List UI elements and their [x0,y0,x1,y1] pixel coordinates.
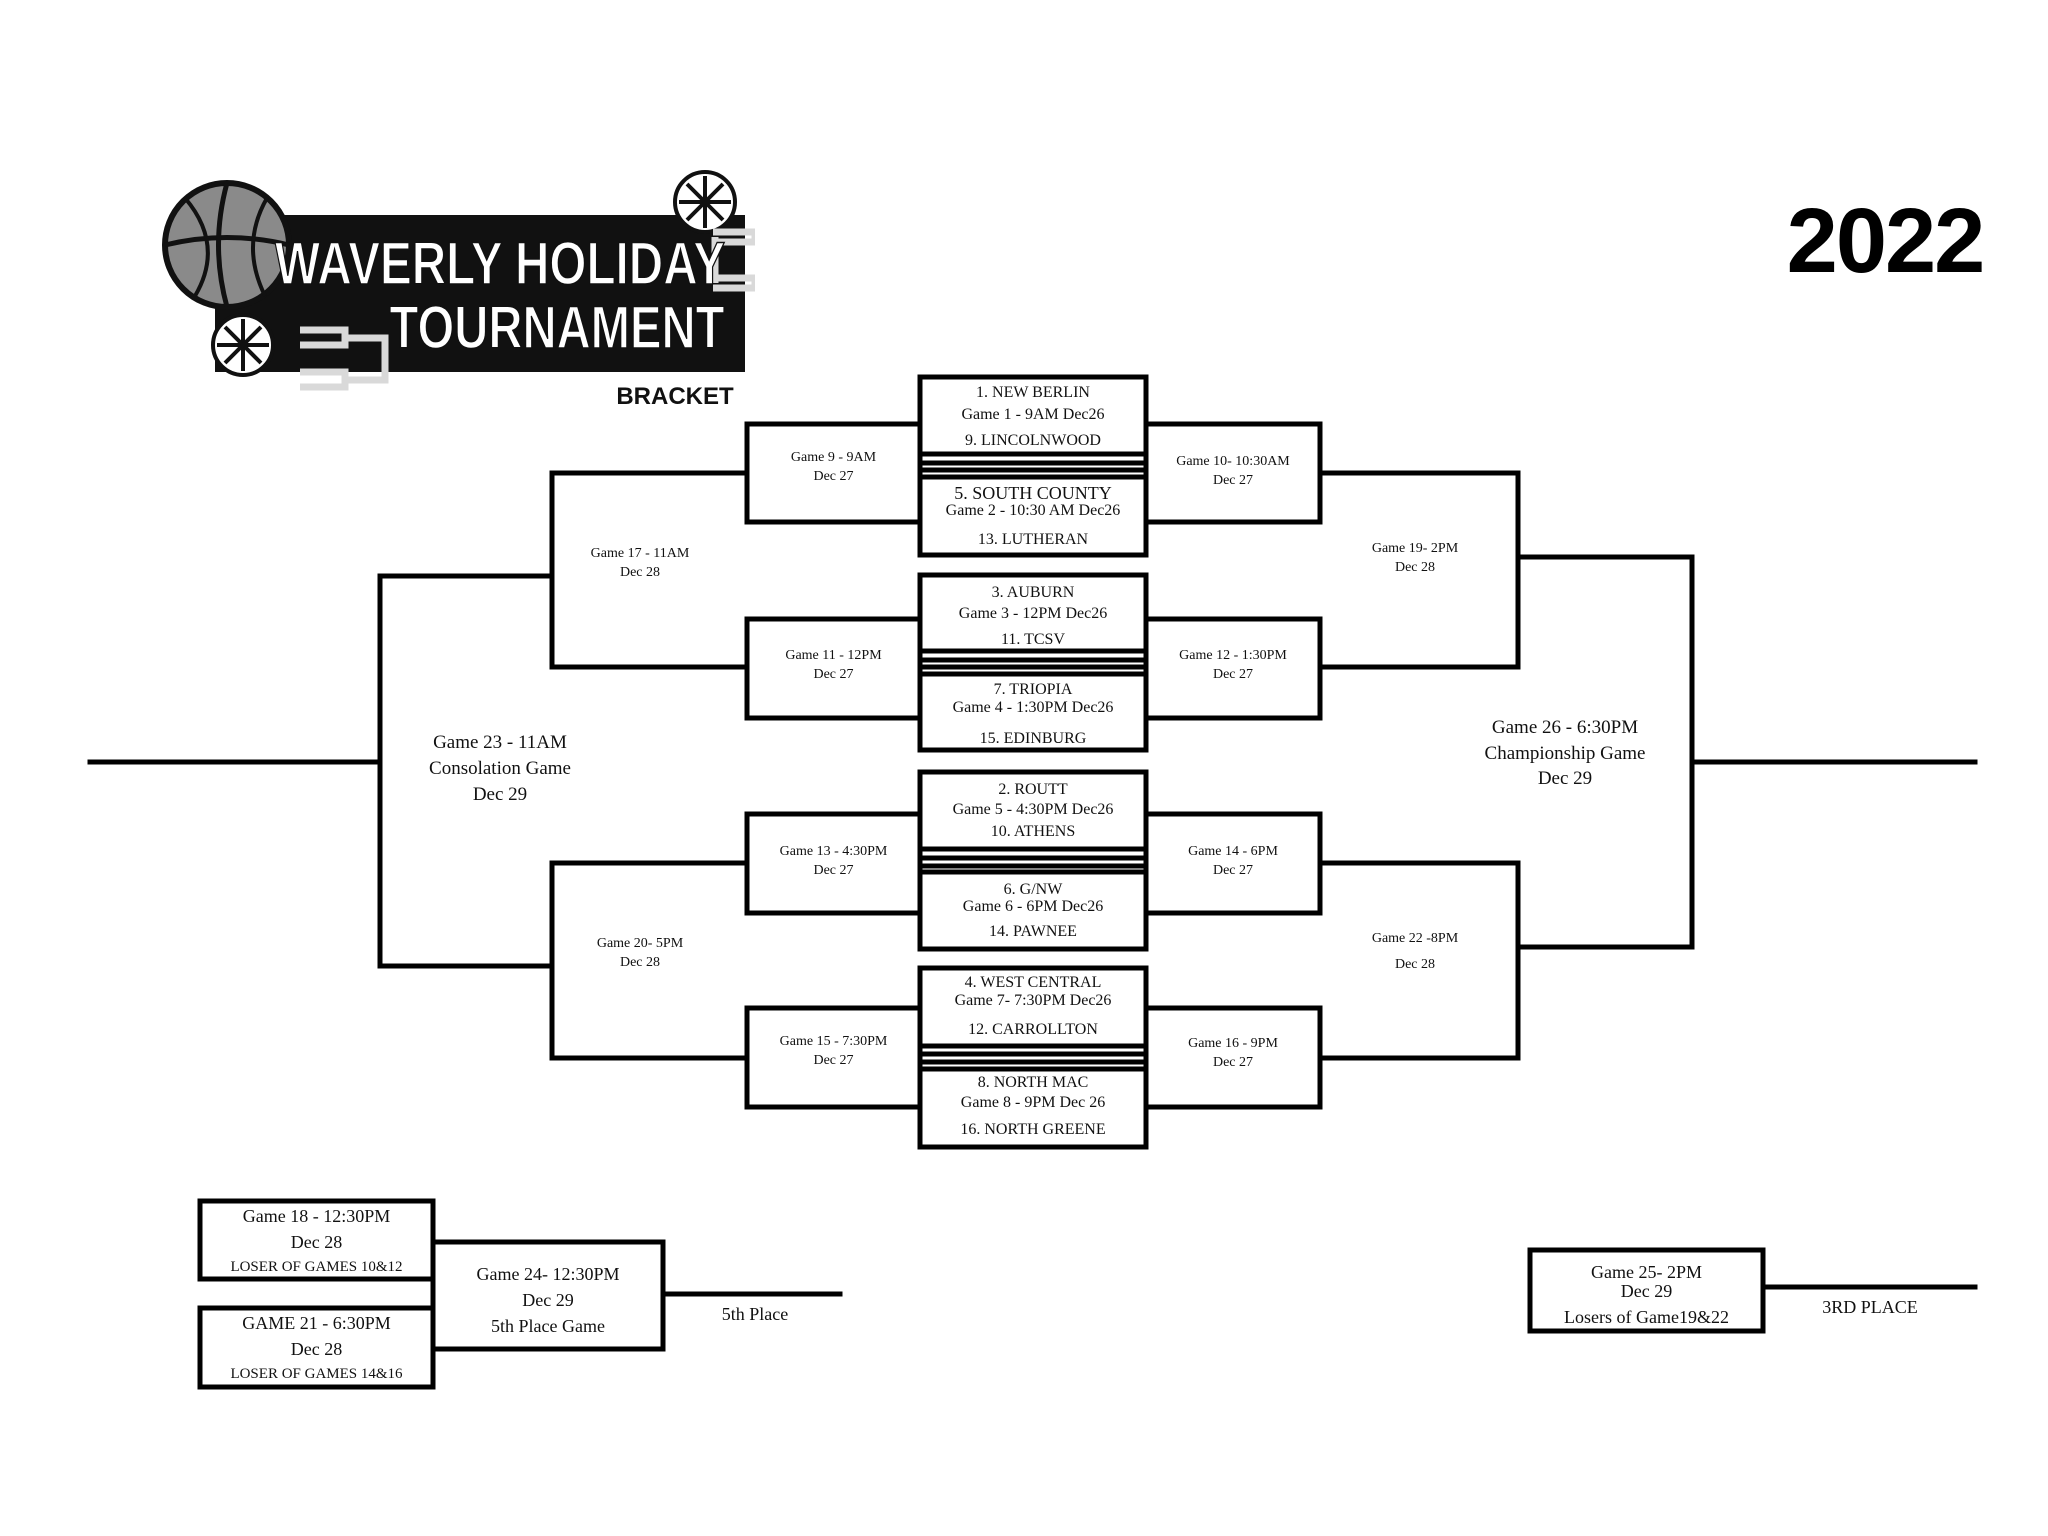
placement-label: 3RD PLACE [1822,1297,1918,1317]
game-label: Game 16 - 9PM [1188,1036,1278,1051]
seed-label: 9. LINCOLNWOOD [965,432,1101,449]
seed-label: 14. PAWNEE [989,923,1077,940]
game-label: Game 14 - 6PM [1188,844,1278,859]
game-title: 5th Place Game [491,1316,605,1336]
game-label: Game 1 - 9AM Dec26 [961,406,1105,423]
seed-label: 8. NORTH MAC [977,1074,1089,1091]
seed-label: 11. TCSV [1000,631,1065,648]
tournament-logo: WAVERLY HOLIDAY TOURNAMENT BRACKET [162,170,755,410]
game-label: Game 8 - 9PM Dec 26 [960,1094,1106,1111]
date-label: Dec 28 [619,955,661,970]
date-label: Dec 28 [619,565,661,580]
seed-label: 6. G/NW [1003,881,1063,898]
date-label: Dec 27 [1212,863,1254,878]
date-label: Dec 29 [522,1290,574,1310]
logo-line3: BRACKET [616,383,734,410]
game-label: Game 18 - 12:30PM [242,1206,391,1226]
seed-label: 16. NORTH GREENE [960,1121,1106,1138]
game-label: Game 4 - 1:30PM Dec26 [952,699,1114,716]
date-label: Dec 27 [813,667,854,682]
seed-label: 2. ROUTT [998,781,1068,798]
tournament-year: 2022 [1786,190,1986,292]
game-label: Game 13 - 4:30PM [779,844,888,859]
placement-label: 5th Place [721,1304,789,1324]
game-label: GAME 21 - 6:30PM [242,1313,391,1333]
basketball-icon [162,180,292,310]
game-label: Game 7- 7:30PM Dec26 [954,992,1112,1009]
game-label: Game 15 - 7:30PM [779,1034,888,1049]
date-label: Dec 28 [290,1339,343,1359]
game-label: Game 20- 5PM [596,936,684,951]
game-label: Game 19- 2PM [1371,541,1459,556]
game-label: Game 25- 2PM [1591,1262,1702,1282]
logo-line2: TOURNAMENT [390,294,725,361]
game-label: Game 24- 12:30PM [476,1264,620,1284]
game-label: Game 3 - 12PM Dec26 [958,605,1108,622]
championship-bracket-lines [1317,470,1978,1061]
matchup-label: LOSER OF GAMES 14&16 [230,1366,403,1382]
matchup-label: LOSER OF GAMES 10&12 [230,1259,403,1275]
date-label: Dec 28 [290,1232,343,1252]
seed-label: 12. CARROLLTON [968,1021,1098,1038]
seed-label: 1. NEW BERLIN [976,384,1090,401]
game-title: Consolation Game [429,758,571,779]
seed-label: 5. SOUTH COUNTY [954,483,1112,503]
seed-label: 15. EDINBURG [979,730,1087,747]
game-label: Game 22 -8PM [1371,931,1459,946]
fifth-place-lines [197,1198,843,1390]
seed-label: 10. ATHENS [990,823,1076,840]
date-label: Dec 27 [813,863,854,878]
logo-line1: WAVERLY HOLIDAY [275,230,725,297]
game-label: Game 2 - 10:30 AM Dec26 [945,502,1121,519]
date-label: Dec 27 [1212,667,1254,682]
game-label: Game 23 - 11AM [433,732,567,753]
consolation-bracket-lines [87,470,750,1061]
seed-label: 4. WEST CENTRAL [964,974,1102,991]
date-label: Dec 27 [1212,473,1254,488]
game-label: Game 6 - 6PM Dec26 [962,898,1104,915]
seed-label: 3. AUBURN [991,584,1075,601]
date-label: Dec 28 [1394,957,1436,972]
matchup-label: Losers of Game19&22 [1564,1307,1729,1327]
date-label: Dec 27 [1212,1055,1254,1070]
seed-label: 7. TRIOPIA [993,681,1073,698]
date-label: Dec 29 [472,784,528,805]
game-label: Game 11 - 12PM [785,648,882,663]
game-title: Championship Game [1484,743,1646,764]
bracket-icon [300,228,755,391]
seed-label: 13. LUTHERAN [977,531,1089,548]
date-label: Dec 27 [813,469,854,484]
game-label: Game 9 - 9AM [790,450,877,465]
date-label: Dec 29 [1537,768,1593,789]
third-place-lines [1527,1247,1978,1334]
game-label: Game 26 - 6:30PM [1491,717,1639,738]
snowflake-icon [211,170,737,377]
game-label: Game 10- 10:30AM [1176,454,1290,469]
date-label: Dec 28 [1394,560,1436,575]
game-label: Game 17 - 11AM [590,546,690,561]
game-label: Game 5 - 4:30PM Dec26 [952,801,1114,818]
date-label: Dec 27 [813,1053,854,1068]
game-label: Game 12 - 1:30PM [1179,648,1287,663]
date-label: Dec 29 [1620,1281,1673,1301]
